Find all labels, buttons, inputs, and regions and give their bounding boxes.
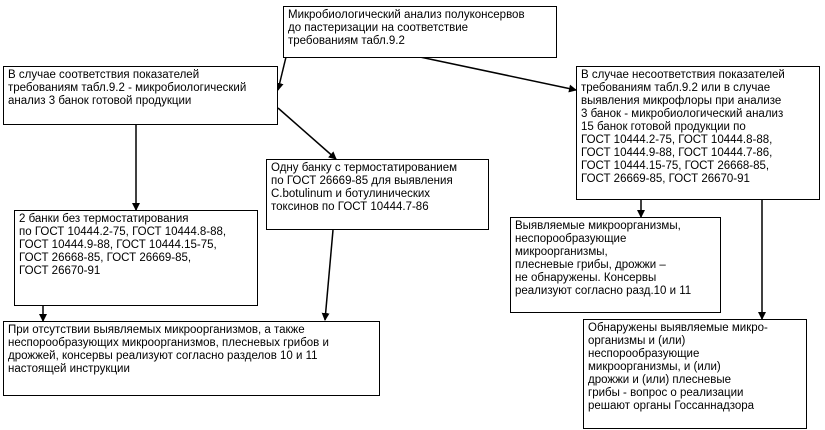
box-absence-realization: При отсутствии выявляемых микроорганизмо… — [3, 321, 380, 396]
box-pre-pasteurization-analysis: Микробиологический анализ полуконсервов … — [283, 6, 557, 58]
box-one-can-thermostat: Одну банку с термостатированием по ГОСТ … — [266, 159, 489, 230]
arrow-b1-to-b2 — [275, 56, 287, 91]
box-two-cans-no-thermostat: 2 банки без термостатирования по ГОСТ 10… — [14, 210, 258, 306]
box-not-detected: Выявляемые микроорганизмы, неспорообразу… — [510, 217, 721, 313]
box-compliance-3-cans: В случае соответствия показателей требов… — [3, 66, 278, 125]
box-detected-decision: Обнаружены выявляемые микро- организмы и… — [583, 319, 807, 429]
arrow-b4-to-b7 — [321, 229, 334, 321]
box-noncompliance-15-cans: В случае несоответствия показателей треб… — [576, 66, 820, 200]
arrow-b1-to-b3 — [419, 56, 577, 93]
arrow-b2-to-b4 — [277, 107, 337, 160]
